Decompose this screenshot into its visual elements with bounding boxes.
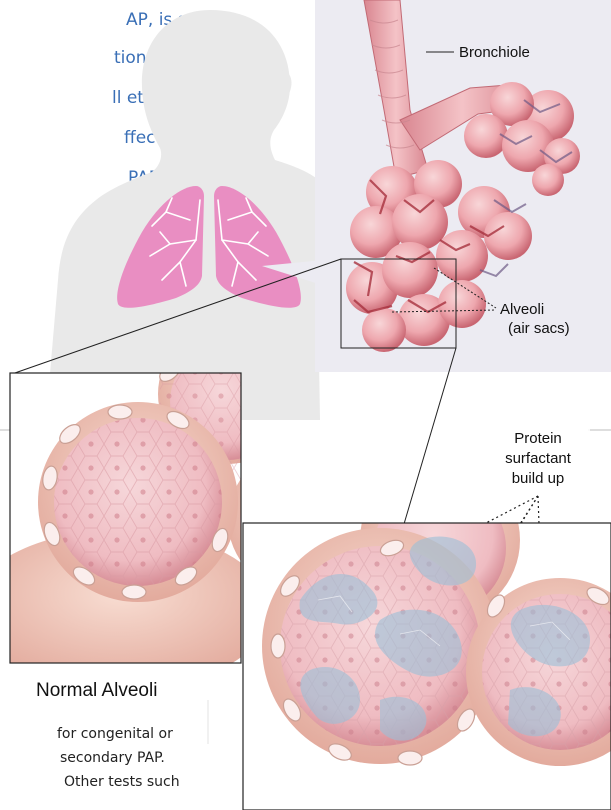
paragraph-line: for congenital or [57, 724, 173, 744]
surfactant-label-line: surfactant [488, 450, 588, 468]
paragraph-line: secondary PAP. [60, 748, 165, 768]
air-sacs-label: (air sacs) [508, 320, 570, 338]
bronchiole-label: Bronchiole [459, 44, 530, 62]
normal-alveoli-caption: Normal Alveoli [36, 680, 157, 702]
surfactant-label-line: build up [488, 470, 588, 488]
surfactant-label-line: Protein [488, 430, 588, 448]
alveoli-label: Alveoli [500, 301, 544, 319]
paragraph-line: Other tests such [64, 772, 180, 792]
pap-alveoli-panel [243, 460, 611, 810]
